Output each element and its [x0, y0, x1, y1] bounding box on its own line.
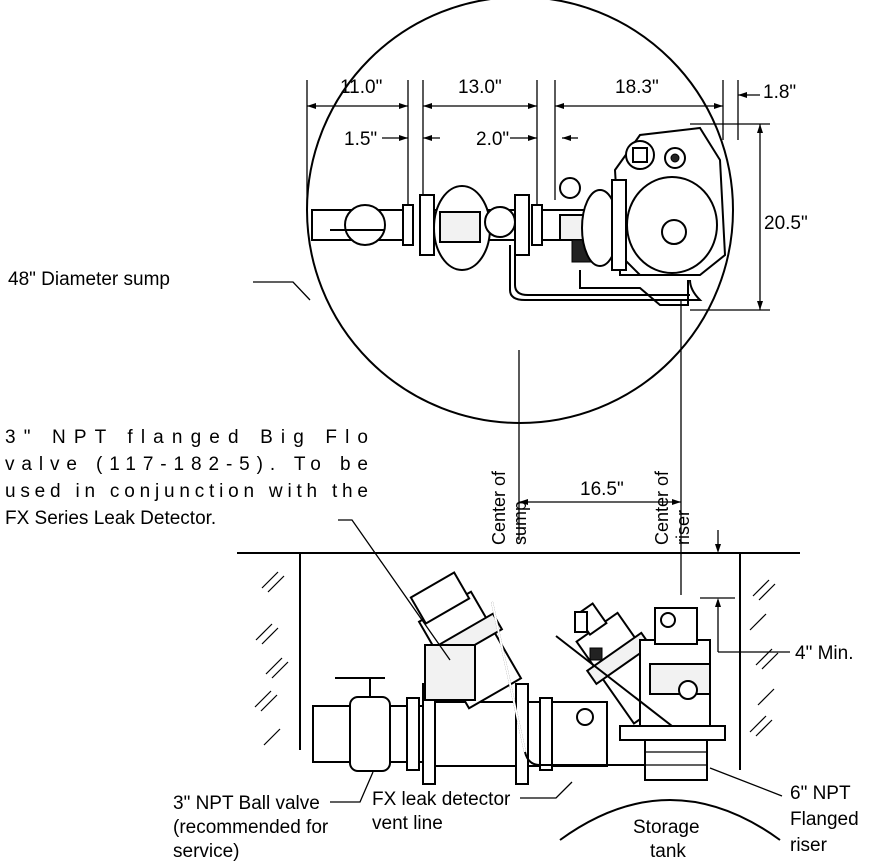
dim-16-5: 16.5" [580, 479, 624, 500]
elevation-piping [312, 571, 726, 785]
dim-13: 13.0" [458, 77, 502, 98]
valve-note-leader [338, 519, 451, 661]
valve-note-line-1: 3" NPT flanged Big Flo [5, 427, 368, 448]
clearance-dimension [700, 530, 790, 653]
plan-view [253, 0, 770, 595]
riser-line-1: 6" NPT [790, 783, 851, 804]
dim-11: 11.0" [340, 77, 382, 98]
center-riser-line-1: Center of [652, 470, 672, 545]
valve-note-line-2: valve (117-182-5). To be [5, 454, 368, 475]
tank-line-1: Storage [633, 817, 700, 838]
ball-valve-line-2: (recommended for [173, 817, 329, 838]
center-sump-line-2: sump [510, 501, 530, 545]
vent-line-line-2: vent line [372, 813, 443, 834]
dim-1-5: 1.5" [344, 129, 377, 150]
vent-line-line-1: FX leak detector [372, 789, 511, 810]
dim-2-0: 2.0" [476, 129, 509, 150]
ball-valve-line-3: service) [173, 841, 240, 862]
storage-tank [559, 799, 781, 841]
sump-leader [253, 281, 311, 301]
dim-20-5: 20.5" [764, 213, 808, 234]
dim-4-min: 4" Min. [795, 643, 853, 664]
riser-leader [709, 767, 783, 797]
center-riser-line-2: riser [673, 510, 693, 545]
vent-line-leader [520, 781, 573, 799]
dim-1-8: 1.8" [763, 82, 796, 103]
plan-dimension-lines [306, 80, 770, 311]
plan-pipe-assembly [311, 126, 727, 306]
tank-line-2: tank [650, 841, 686, 862]
riser-line-2: Flanged [790, 809, 859, 830]
riser-line-3: riser [790, 835, 828, 856]
ball-valve-line-1: 3" NPT Ball valve [173, 793, 320, 814]
ball-valve-leader [330, 771, 374, 803]
elevation-view [237, 519, 800, 841]
valve-note-line-3: used in conjunction with the [5, 481, 368, 502]
center-offset-dimension [519, 499, 681, 505]
center-sump-line-1: Center of [489, 470, 509, 545]
valve-note-line-4: FX Series Leak Detector. [5, 508, 216, 529]
dim-18-3: 18.3" [615, 77, 659, 98]
sump-label: 48" Diameter sump [8, 269, 170, 290]
